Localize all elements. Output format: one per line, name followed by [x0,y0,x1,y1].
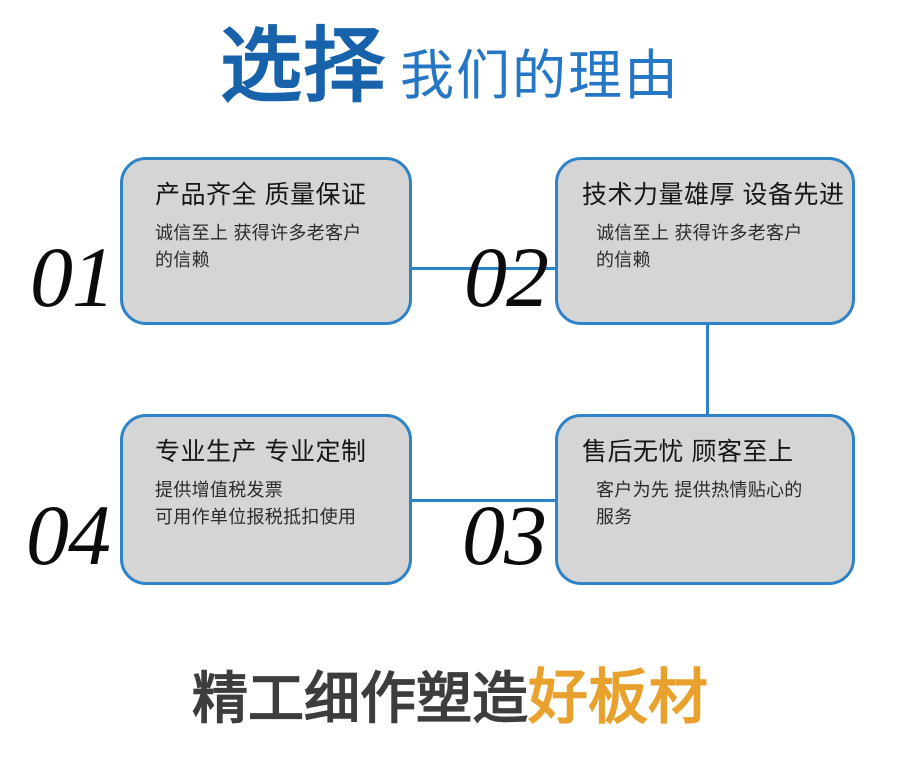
reason-card-04-body-line-1: 提供增值税发票 [155,480,284,501]
page-title: 选择我们的理由 [0,26,900,108]
footer-slogan-highlight: 好板材 [528,664,708,731]
reason-card-04-body: 提供增值税发票 可用作单位报税抵扣使用 [145,477,391,530]
reason-card-01-body-line-2: 的信赖 [155,249,210,270]
reason-card-04-title: 专业生产 专业定制 [155,438,367,466]
reason-card-01-body-line-1: 诚信至上 获得许多老客户 [155,223,362,244]
step-number-02: 02 [464,229,549,325]
step-number-03: 03 [462,487,547,583]
reason-card-02-body-line-2: 的信赖 [596,249,651,270]
page-title-subtext: 我们的理由 [400,46,680,106]
reason-card-02-body-line-1: 诚信至上 获得许多老客户 [596,223,803,244]
reason-card-01[interactable]: 产品齐全 质量保证 诚信至上 获得许多老客户 的信赖 [120,157,412,325]
reason-card-03-title: 售后无忧 顾客至上 [582,438,794,466]
reason-card-04-body-line-2: 可用作单位报税抵扣使用 [155,506,357,527]
reason-card-02-body: 诚信至上 获得许多老客户 的信赖 [580,220,834,273]
connector-line-02-to-03 [706,322,709,422]
step-number-01: 01 [30,229,115,325]
step-number-04: 04 [26,487,111,583]
reason-card-03-body: 客户为先 提供热情贴心的 服务 [580,477,834,530]
reason-card-01-body: 诚信至上 获得许多老客户 的信赖 [145,220,391,273]
connector-line-01-to-02 [404,267,564,270]
reason-card-04[interactable]: 专业生产 专业定制 提供增值税发票 可用作单位报税抵扣使用 [120,414,412,585]
reason-card-02-title: 技术力量雄厚 设备先进 [582,181,845,209]
reason-card-03-body-line-2: 服务 [596,506,633,527]
reason-card-01-title: 产品齐全 质量保证 [155,181,367,209]
connector-line-04-to-03 [404,499,564,502]
footer-slogan: 精工细作塑造好板材 [0,668,900,728]
reason-card-02[interactable]: 技术力量雄厚 设备先进 诚信至上 获得许多老客户 的信赖 [555,157,855,325]
reason-card-03-body-line-1: 客户为先 提供热情贴心的 [596,480,803,501]
footer-slogan-prefix: 精工细作塑造 [192,667,528,730]
page-title-emphasis: 选择 [219,21,386,112]
reason-card-03[interactable]: 售后无忧 顾客至上 客户为先 提供热情贴心的 服务 [555,414,855,585]
